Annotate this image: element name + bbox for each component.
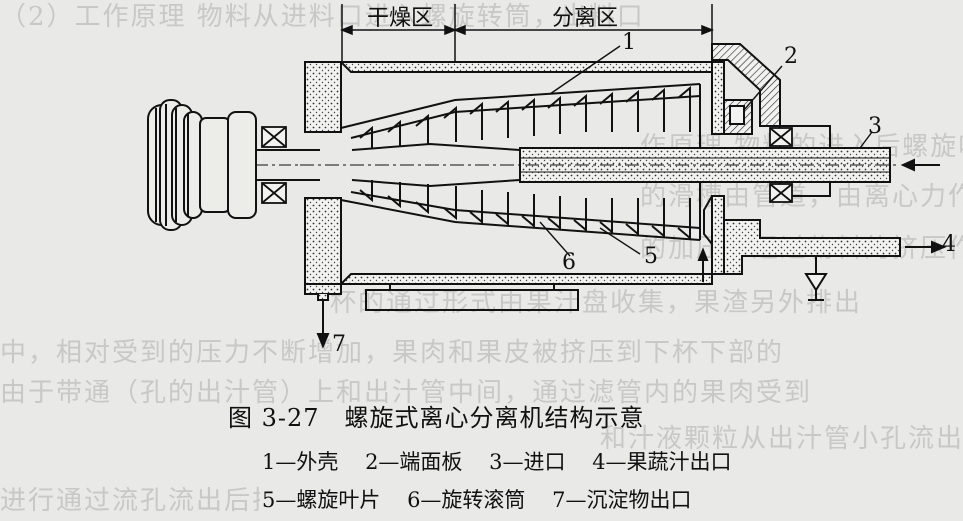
spiral-blades-top bbox=[359, 85, 691, 148]
part-number-2: 2 bbox=[784, 44, 798, 69]
outlet-number-4: 4 bbox=[942, 232, 956, 257]
drive-pulley bbox=[147, 99, 257, 231]
part-number-5: 5 bbox=[644, 244, 658, 269]
legend-item: 3—进口 bbox=[489, 450, 566, 474]
sediment-outlet bbox=[316, 294, 330, 349]
outlet-number-7: 7 bbox=[332, 332, 346, 357]
figure-caption: 图 3-27 螺旋式离心分离机结构示意 bbox=[228, 404, 645, 432]
part-number-1: 1 bbox=[622, 30, 636, 55]
bleed-text-5: 中，相对受到的压力不断增加，果肉和果皮被挤压到下杯下部的 bbox=[0, 338, 785, 368]
bleed-text-8: 进行通过流孔流出后排出，从而实现分离 bbox=[0, 486, 260, 516]
legend-item: 7—沉淀物出口 bbox=[552, 488, 692, 512]
right-bearings bbox=[769, 127, 793, 203]
legend-row-2: 5—螺旋叶片 6—旋转滚筒 7—沉淀物出口 bbox=[262, 484, 712, 514]
leader-lines bbox=[539, 45, 873, 257]
part-number-6: 6 bbox=[562, 250, 576, 275]
machine-base bbox=[365, 284, 579, 311]
centrifuge-diagram bbox=[147, 4, 947, 349]
legend-item: 5—螺旋叶片 bbox=[262, 488, 381, 512]
left-bearings bbox=[261, 126, 287, 204]
legend-item: 6—旋转滚筒 bbox=[407, 488, 526, 512]
legend-row-1: 1—外壳 2—端面板 3—进口 4—果蔬汁出口 bbox=[262, 446, 752, 476]
legend-item: 1—外壳 bbox=[262, 450, 339, 474]
spiral-blades-bottom bbox=[359, 180, 691, 241]
zone-label-dry: 干燥区 bbox=[367, 6, 434, 31]
bleed-text-4: 杯的通过形式由果汁盘收集，果渣另外排出 bbox=[330, 288, 863, 318]
overflow-weir bbox=[697, 195, 713, 282]
feed-pipe bbox=[300, 147, 900, 183]
juice-outlet bbox=[723, 219, 901, 301]
legend-item: 2—端面板 bbox=[365, 450, 463, 474]
bleed-text-0: （2）工作原理 物料从进料口进入螺旋转筒，出料口 bbox=[0, 2, 645, 32]
bleed-text-7: 和汁液颗粒从出汁管小孔流出，进入集汁杯中，而果皮、囊衣、 bbox=[600, 424, 963, 454]
flow-arrows bbox=[900, 158, 947, 254]
zone-dimensions bbox=[339, 4, 715, 62]
zone-label-separate: 分离区 bbox=[552, 6, 619, 31]
part-number-3: 3 bbox=[868, 114, 882, 139]
bleed-text-6: 由于带通（孔的出汁管）上和出汁管中间，通过滤管内的果肉受到 bbox=[0, 378, 813, 408]
legend-item: 4—果蔬汁出口 bbox=[592, 450, 732, 474]
